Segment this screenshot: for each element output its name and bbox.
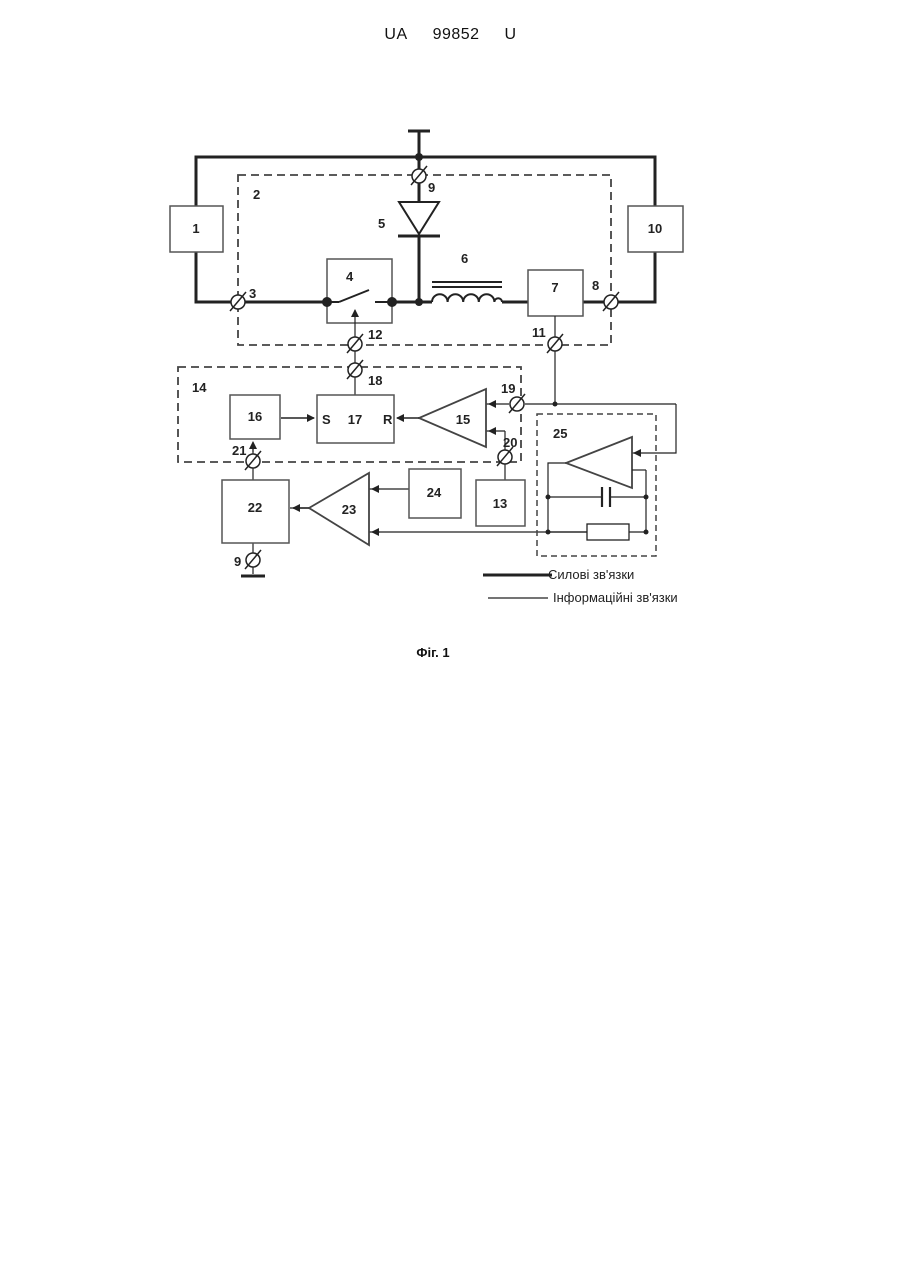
block-24-label: 24: [427, 485, 442, 500]
switch-4-label: 4: [346, 269, 354, 284]
comparator-15-label: 15: [456, 412, 470, 427]
group-2-label: 2: [253, 187, 260, 202]
block-16-label: 16: [248, 409, 262, 424]
legend: Силові зв'язки Інформаційні зв'язки: [483, 567, 678, 605]
integrator-opamp: [566, 437, 632, 488]
amplifier-23: [309, 473, 369, 545]
legend-info: Інформаційні зв'язки: [553, 590, 678, 605]
block-1-label: 1: [192, 221, 199, 236]
trigger-17-r: R: [383, 412, 393, 427]
group-14-label: 14: [192, 380, 207, 395]
amplifier-23-label: 23: [342, 502, 356, 517]
terminal-18: [347, 360, 363, 379]
terminal-20-label: 20: [503, 435, 517, 450]
inductor-6-label: 6: [461, 251, 468, 266]
terminal-21-label: 21: [232, 443, 246, 458]
terminal-11-label: 11: [532, 325, 546, 340]
figure-caption: Фіг. 1: [416, 645, 449, 660]
terminal-12-label: 12: [368, 327, 382, 342]
switch-block-4: [327, 259, 392, 323]
diode-5-label: 5: [378, 216, 385, 231]
terminal-9-top-label: 9: [428, 180, 435, 195]
comparator-15: [419, 389, 486, 447]
resistor: [587, 524, 629, 540]
legend-power: Силові зв'язки: [548, 567, 634, 582]
trigger-17-s: S: [322, 412, 331, 427]
block-10-label: 10: [648, 221, 662, 236]
terminal-21: [245, 451, 261, 470]
capacitor: [602, 487, 610, 507]
block-7-label: 7: [551, 280, 558, 295]
terminal-8-label: 8: [592, 278, 599, 293]
terminal-9-top: [411, 166, 427, 185]
terminal-3: [230, 292, 246, 311]
trigger-17-label: 17: [348, 412, 362, 427]
group-25-label: 25: [553, 426, 567, 441]
terminal-9-bottom-label: 9: [234, 554, 241, 569]
terminal-18-label: 18: [368, 373, 382, 388]
terminal-19: [509, 394, 525, 413]
inductor-6: [432, 282, 502, 302]
terminal-11: [547, 334, 563, 353]
terminal-12: [347, 334, 363, 353]
block-22-label: 22: [248, 500, 262, 515]
terminal-8: [603, 292, 619, 311]
terminal-3-label: 3: [249, 286, 256, 301]
diode-5: [398, 202, 440, 236]
terminal-19-label: 19: [501, 381, 515, 396]
block-13-label: 13: [493, 496, 507, 511]
